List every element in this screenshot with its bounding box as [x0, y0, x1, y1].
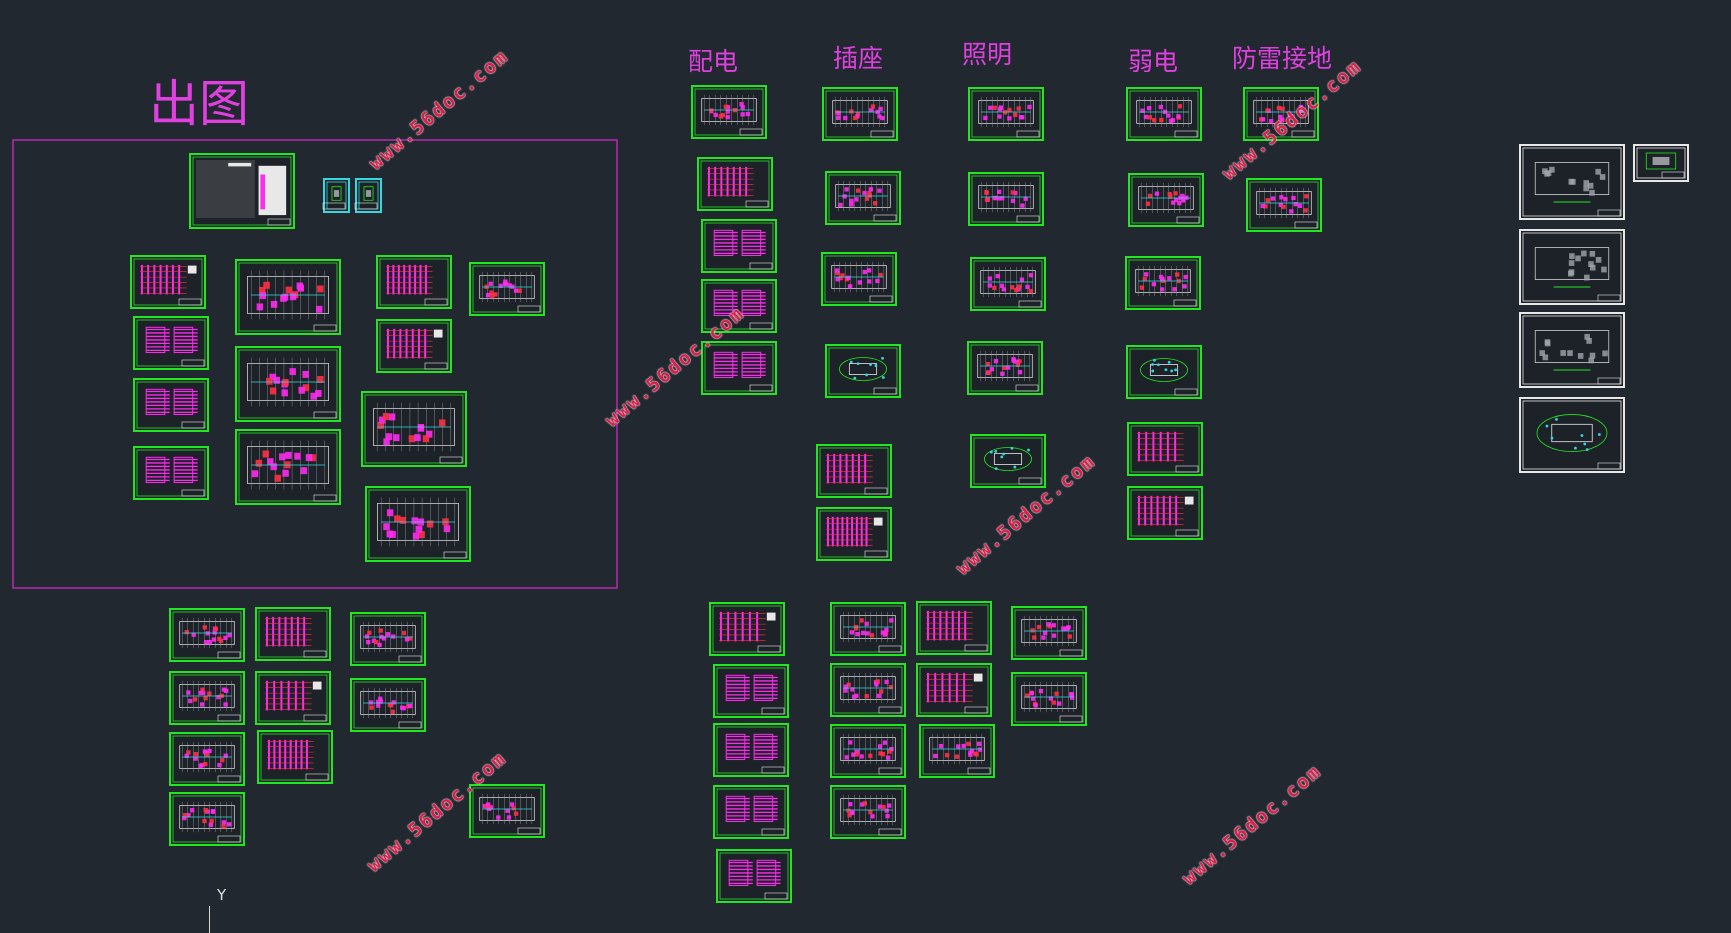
drawing-sheet-plan[interactable]	[691, 85, 767, 139]
drawing-sheet-plan[interactable]	[350, 612, 426, 666]
drawing-sheet-white-plan[interactable]	[1519, 312, 1625, 388]
drawing-sheet-plan[interactable]	[825, 171, 901, 225]
output-selection-frame[interactable]	[12, 139, 618, 589]
ucs-y-axis-label: Y	[217, 886, 227, 904]
drawing-sheet-panel[interactable]	[133, 316, 209, 370]
drawing-sheet-plan[interactable]	[967, 341, 1043, 395]
drawing-sheet-plan[interactable]	[1011, 606, 1087, 660]
drawing-sheet-plan[interactable]	[970, 257, 1046, 311]
drawing-sheet-plan[interactable]	[821, 252, 897, 306]
drawing-sheet-panel[interactable]	[701, 219, 777, 273]
drawing-sheet-panel[interactable]	[701, 279, 777, 333]
drawing-sheet-small[interactable]	[354, 178, 382, 213]
drawing-sheet-plan[interactable]	[365, 486, 471, 562]
drawing-sheet-plan[interactable]	[469, 262, 545, 316]
drawing-sheet-plan[interactable]	[830, 602, 906, 656]
drawing-sheet-riser[interactable]	[130, 255, 206, 309]
drawing-sheet-plan[interactable]	[169, 608, 245, 662]
drawing-sheet-plan[interactable]	[1126, 87, 1202, 141]
drawing-sheet-plan[interactable]	[169, 792, 245, 846]
drawing-sheet-panel[interactable]	[713, 723, 789, 777]
drawing-sheet-plan[interactable]	[1125, 256, 1201, 310]
drawing-sheet-plan[interactable]	[235, 346, 341, 422]
drawing-sheet-site[interactable]	[1126, 345, 1202, 399]
drawing-sheet-riser[interactable]	[1127, 486, 1203, 540]
drawing-sheet-plan[interactable]	[1128, 173, 1204, 227]
drawing-sheet-riser[interactable]	[255, 671, 331, 725]
drawing-sheet-riser[interactable]	[255, 607, 331, 661]
drawing-sheet-site[interactable]	[1519, 397, 1625, 473]
drawing-sheet-riser[interactable]	[1127, 422, 1203, 476]
drawing-sheet-panel[interactable]	[133, 378, 209, 432]
drawing-sheet-plan[interactable]	[1011, 672, 1087, 726]
title-output: 出图	[149, 75, 249, 133]
drawing-sheet-white-plan[interactable]	[1519, 229, 1625, 305]
drawing-sheet-plan[interactable]	[830, 663, 906, 717]
drawing-sheet-riser[interactable]	[709, 602, 785, 656]
drawing-sheet-small[interactable]	[1633, 144, 1689, 182]
drawing-sheet-plan[interactable]	[350, 678, 426, 732]
title-weak-current: 弱电	[1128, 47, 1179, 76]
drawing-sheet-riser[interactable]	[916, 601, 992, 655]
drawing-sheet-panel[interactable]	[716, 849, 792, 903]
ucs-y-axis-line	[209, 906, 210, 933]
drawing-sheet-riser[interactable]	[816, 507, 892, 561]
drawing-sheet-panel[interactable]	[701, 341, 777, 395]
title-lightning-grounding: 防雷接地	[1232, 44, 1333, 73]
drawing-sheet-riser[interactable]	[376, 319, 452, 373]
drawing-sheet-plan[interactable]	[169, 671, 245, 725]
drawing-sheet-panel[interactable]	[133, 446, 209, 500]
title-distribution: 配电	[688, 47, 739, 76]
drawing-sheet-plan[interactable]	[361, 391, 467, 467]
drawing-sheet-riser[interactable]	[916, 663, 992, 717]
drawing-sheet-plan[interactable]	[822, 87, 898, 141]
drawing-sheet-riser[interactable]	[376, 255, 452, 309]
drawing-sheet-cover[interactable]	[189, 153, 295, 229]
drawing-sheet-site[interactable]	[970, 434, 1046, 488]
drawing-sheet-plan[interactable]	[919, 724, 995, 778]
drawing-sheet-plan[interactable]	[1243, 87, 1319, 141]
title-lighting: 照明	[962, 40, 1013, 69]
drawing-sheet-plan[interactable]	[469, 784, 545, 838]
drawing-sheet-plan[interactable]	[1246, 178, 1322, 232]
drawing-sheet-plan[interactable]	[830, 785, 906, 839]
drawing-sheet-plan[interactable]	[830, 724, 906, 778]
drawing-sheet-plan[interactable]	[235, 259, 341, 335]
drawing-sheet-riser[interactable]	[697, 157, 773, 211]
drawing-sheet-plan[interactable]	[169, 732, 245, 786]
title-socket: 插座	[833, 44, 884, 73]
drawing-sheet-panel[interactable]	[713, 785, 789, 839]
drawing-sheet-panel[interactable]	[713, 664, 789, 718]
drawing-sheet-small[interactable]	[322, 178, 350, 213]
drawing-sheet-plan[interactable]	[968, 87, 1044, 141]
drawing-sheet-riser[interactable]	[816, 444, 892, 498]
drawing-sheet-site[interactable]	[825, 344, 901, 398]
drawing-sheet-riser[interactable]	[257, 730, 333, 784]
drawing-sheet-plan[interactable]	[968, 172, 1044, 226]
drawing-sheet-white-plan[interactable]	[1519, 144, 1625, 220]
drawing-sheet-plan[interactable]	[235, 429, 341, 505]
